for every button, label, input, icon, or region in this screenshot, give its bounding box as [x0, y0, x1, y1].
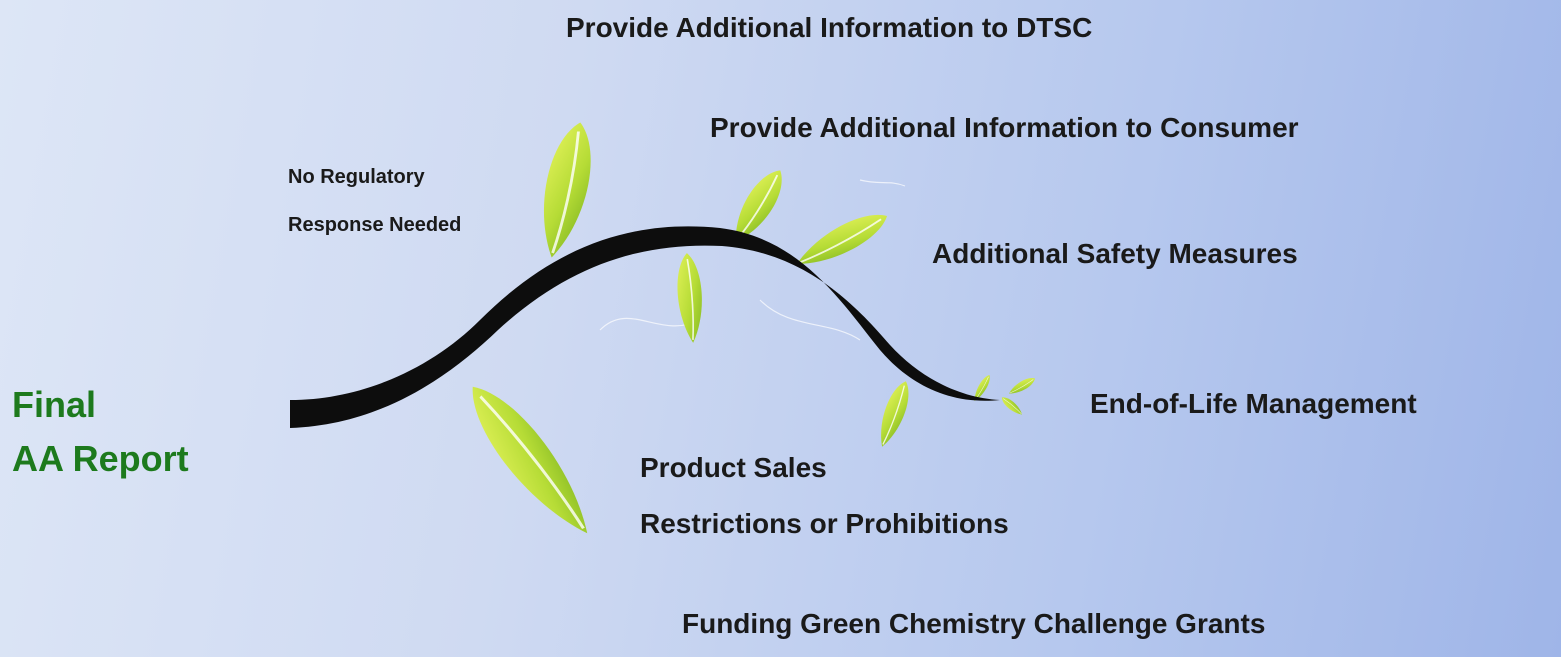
response-product-sales-line1: Product Sales [640, 452, 827, 483]
leaf-icon [456, 373, 605, 546]
leaf-icon [673, 251, 707, 345]
response-provide-info-dtsc: Provide Additional Information to DTSC [566, 12, 1093, 43]
title-line-final: Final [12, 384, 97, 425]
response-no-regulatory-line1: No Regulatory [288, 166, 425, 188]
leaf-icon [872, 377, 916, 451]
leaf-icon [789, 203, 895, 277]
response-provide-info-consumer: Provide Additional Information to Consum… [710, 112, 1299, 143]
leaf-icon [1006, 374, 1038, 398]
diagram-title: Final AA Report [12, 378, 189, 486]
response-funding-grants: Funding Green Chemistry Challenge Grants [682, 608, 1266, 639]
title-line-aa-report: AA Report [12, 438, 189, 479]
leaf-icon [999, 394, 1025, 418]
response-no-regulatory-line2: Response Needed [288, 214, 462, 236]
leaf-icon [529, 116, 603, 264]
response-additional-safety: Additional Safety Measures [932, 238, 1298, 269]
vine-icon [290, 226, 1000, 428]
response-end-of-life: End-of-Life Management [1090, 388, 1417, 419]
response-product-sales-line2: Restrictions or Prohibitions [640, 508, 1009, 539]
